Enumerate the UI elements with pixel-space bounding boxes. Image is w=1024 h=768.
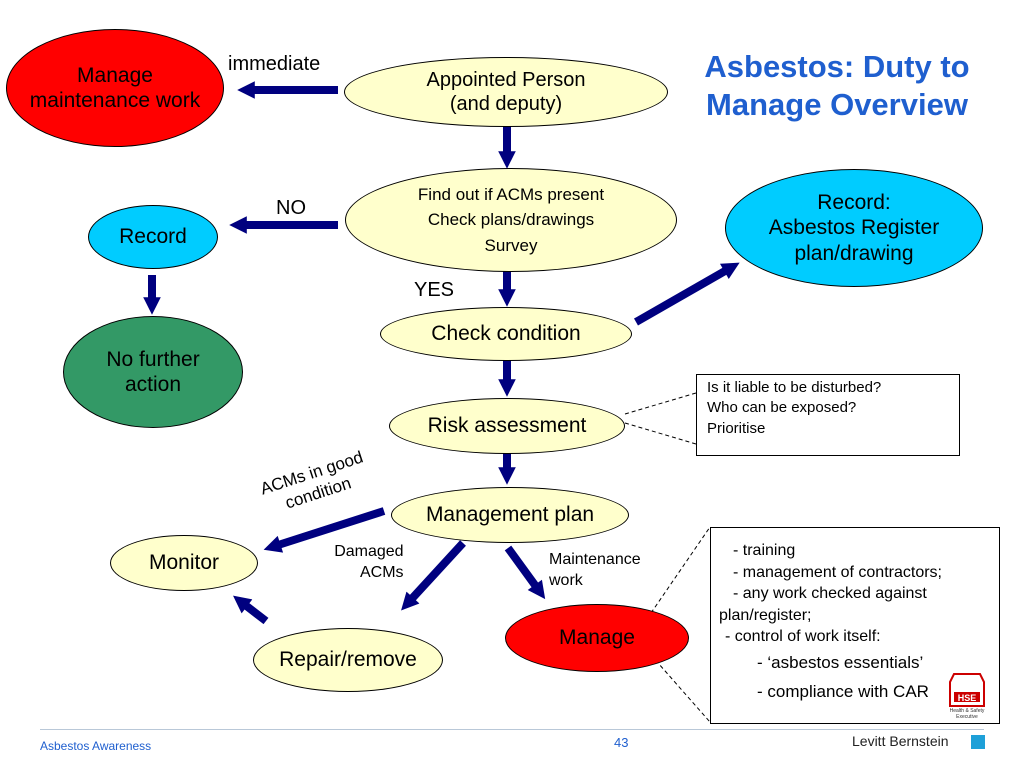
arrow-plan-to-manage: [504, 545, 546, 600]
node-label-line-2: (and deputy): [449, 93, 563, 115]
node-manage-maintenance-work: Manage maintenance work: [6, 29, 224, 147]
edge-label-immediate: immediate: [228, 53, 321, 75]
node-label-line-1: Appointed Person: [426, 69, 586, 91]
node-check-condition: Check condition: [380, 307, 632, 361]
node-record-register: Record: Asbestos Register plan/drawing: [725, 169, 983, 287]
note-line: - management of contractors;: [733, 563, 942, 581]
node-label-line-3: Survey: [484, 235, 538, 255]
node-find-out: Find out if ACMs present Check plans/dra…: [345, 168, 677, 272]
note-line: Who can be exposed?: [707, 399, 857, 417]
callout-line-manage-bottom: [650, 654, 711, 723]
node-label: No further action: [106, 347, 200, 396]
node-appointed-person: Appointed Person (and deputy): [344, 57, 668, 127]
node-label-line-1: Record:: [817, 191, 891, 215]
svg-text:Executive: Executive: [956, 714, 978, 720]
hse-logo: HSE Health & Safety Executive: [949, 673, 985, 720]
edge-label-yes: YES: [414, 279, 455, 301]
note-line: plan/register;: [719, 606, 812, 624]
node-risk-assessment: Risk assessment: [389, 398, 625, 454]
edge-label-line-1: Damaged: [334, 543, 404, 560]
node-management-plan: Management plan: [391, 487, 629, 543]
node-monitor: Monitor: [110, 535, 258, 591]
callout-line-risk-top: [624, 392, 697, 415]
edge-label-line-2: work: [549, 571, 583, 589]
node-record: Record: [88, 205, 218, 269]
edge-label-line-2: ACMs: [360, 563, 404, 581]
node-label-line-1: Find out if ACMs present: [417, 184, 605, 204]
note-line: - training: [733, 542, 796, 559]
arrow-check-condition-to-register: [634, 262, 740, 326]
arrow-plan-to-monitor: [263, 507, 386, 553]
footer-company: Levitt Bernstein: [852, 733, 949, 749]
node-repair-remove: Repair/remove: [253, 628, 443, 692]
manage-note: - training - management of contractors; …: [710, 527, 1000, 724]
node-label: Management plan: [425, 503, 595, 527]
edge-label-damaged: Damaged ACMs: [330, 542, 404, 584]
node-no-further-action: No further action: [63, 316, 243, 428]
footer-divider: [40, 729, 984, 730]
arrow-plan-to-repair: [401, 540, 466, 611]
node-manage: Manage: [505, 604, 689, 672]
note-line: - any work checked against: [733, 585, 927, 603]
node-label: Record: [119, 225, 187, 249]
risk-assessment-note: Is it liable to be disturbed? Who can be…: [696, 374, 960, 456]
note-line: Prioritise: [707, 419, 766, 437]
note-line: - control of work itself:: [725, 628, 881, 646]
node-label: Manage maintenance work: [29, 63, 201, 112]
edge-label-maintenance: Maintenance work: [549, 550, 641, 592]
note-line: - compliance with CAR: [757, 681, 929, 701]
node-label-line-2: Check plans/drawings: [427, 210, 595, 230]
node-label-line-3: plan/drawing: [794, 241, 914, 265]
arrow-repair-to-monitor: [233, 595, 269, 625]
node-label-line-2: Asbestos Register: [768, 216, 940, 240]
svg-text:HSE: HSE: [958, 693, 977, 703]
footer-course-title: Asbestos Awareness: [40, 739, 152, 753]
edge-label-line-1: Maintenance: [549, 551, 641, 568]
note-line: - ‘asbestos essentials’: [757, 652, 924, 672]
brand-square-icon: [971, 735, 985, 749]
edge-label-no: NO: [276, 197, 306, 219]
node-label: Check condition: [431, 322, 581, 346]
page-number: 43: [614, 735, 629, 750]
node-label: Manage: [559, 626, 635, 650]
callout-line-manage-top: [650, 526, 711, 614]
node-label: Risk assessment: [427, 414, 587, 438]
callout-line-risk-bottom: [624, 422, 697, 445]
svg-text:Health & Safety: Health & Safety: [950, 708, 985, 714]
slide-title: Asbestos: Duty to Manage Overview: [704, 49, 970, 122]
node-label: Repair/remove: [279, 648, 417, 672]
note-line: Is it liable to be disturbed?: [707, 379, 882, 396]
node-label: Monitor: [148, 551, 220, 575]
